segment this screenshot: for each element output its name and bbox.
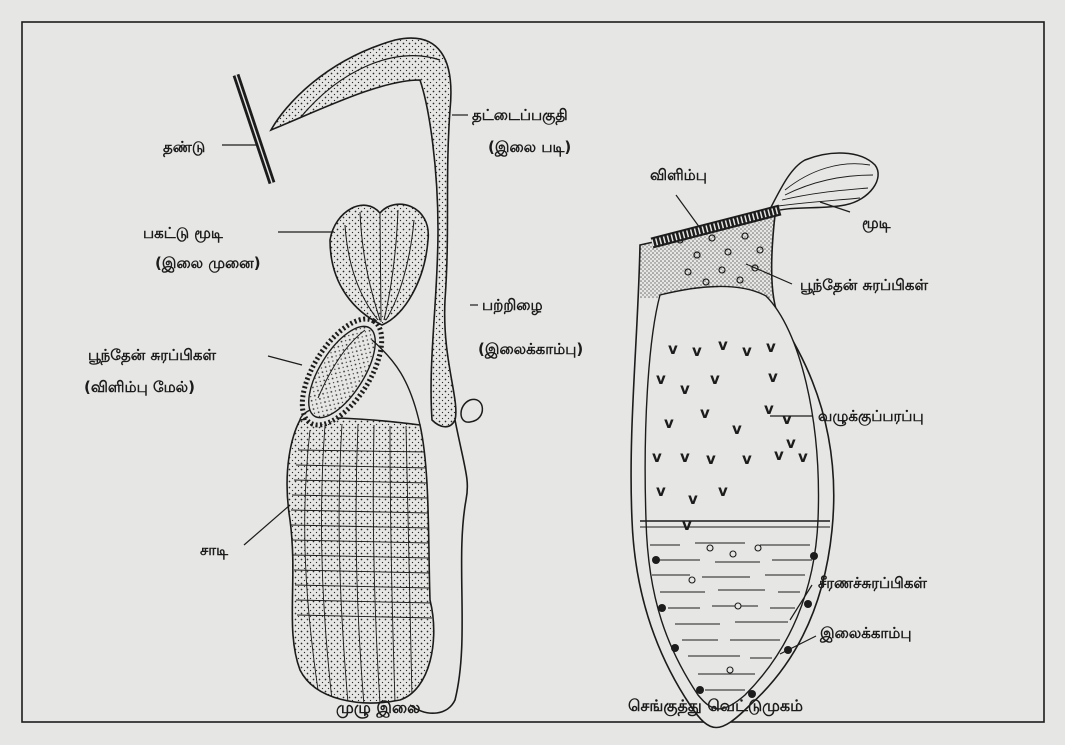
label-stem: தண்டு (163, 138, 205, 157)
pitcher-body (286, 306, 433, 705)
svg-text:v: v (718, 482, 728, 500)
svg-text:v: v (764, 400, 774, 418)
label-pitcher: சாடி (200, 541, 229, 559)
svg-text:v: v (798, 448, 808, 466)
svg-text:v: v (668, 340, 678, 358)
svg-text:v: v (742, 450, 752, 468)
label-tendril: பற்றிழை (482, 296, 543, 315)
figure-border (22, 22, 1044, 722)
svg-text:v: v (768, 368, 778, 386)
stem (236, 75, 272, 183)
label-section-lid: மூடி (862, 214, 892, 233)
svg-text:v: v (656, 370, 666, 388)
label-nectar-glands-note: (விளிம்பு மேல்) (84, 378, 195, 396)
label-tendril-note: (இலைக்காம்பு) (478, 340, 583, 359)
svg-text:v: v (656, 482, 666, 500)
svg-text:v: v (766, 338, 776, 356)
label-section-nectar-glands: பூந்தேன் சுரப்பிகள் (800, 276, 928, 295)
label-lid-note: (இலை முனை) (155, 254, 261, 273)
svg-text:v: v (710, 370, 720, 388)
label-slippery-surface: வழுக்குப்பரப்பு (818, 407, 924, 426)
svg-text:v: v (786, 434, 796, 452)
label-rim: விளிம்பு (650, 166, 707, 184)
label-nectar-glands: பூந்தேன் சுரப்பிகள் (88, 346, 216, 365)
svg-text:v: v (682, 516, 692, 534)
svg-text:v: v (652, 448, 662, 466)
svg-text:v: v (664, 414, 674, 432)
tendril-coil (461, 399, 482, 422)
svg-text:v: v (774, 446, 784, 464)
svg-text:v: v (680, 448, 690, 466)
label-digestive-glands: சீரணச்சுரப்பிகள் (818, 574, 927, 592)
svg-text:v: v (782, 410, 792, 428)
section-lid (768, 153, 878, 213)
svg-text:v: v (692, 342, 702, 360)
label-lamina: தட்டைப்பகுதி (472, 106, 568, 125)
svg-text:v: v (718, 336, 728, 354)
label-lid: பகட்டு மூடி (143, 224, 224, 243)
pitcher-lid (330, 204, 428, 325)
svg-text:v: v (680, 380, 690, 398)
label-petiole: இலைக்காம்பு (819, 624, 912, 643)
svg-text:v: v (732, 420, 742, 438)
caption-vertical-section: செங்குத்து வெட்டுமுகம் (628, 696, 803, 717)
whole-leaf-view: தண்டு தட்டைப்பகுதி (இலை படி) பகட்டு மூடி… (84, 38, 583, 718)
caption-whole-leaf: முழு இலை (336, 698, 420, 718)
label-lamina-note: (இலை படி) (488, 138, 571, 157)
svg-text:v: v (700, 404, 710, 422)
svg-text:v: v (706, 450, 716, 468)
svg-text:v: v (742, 342, 752, 360)
svg-text:v: v (688, 490, 698, 508)
